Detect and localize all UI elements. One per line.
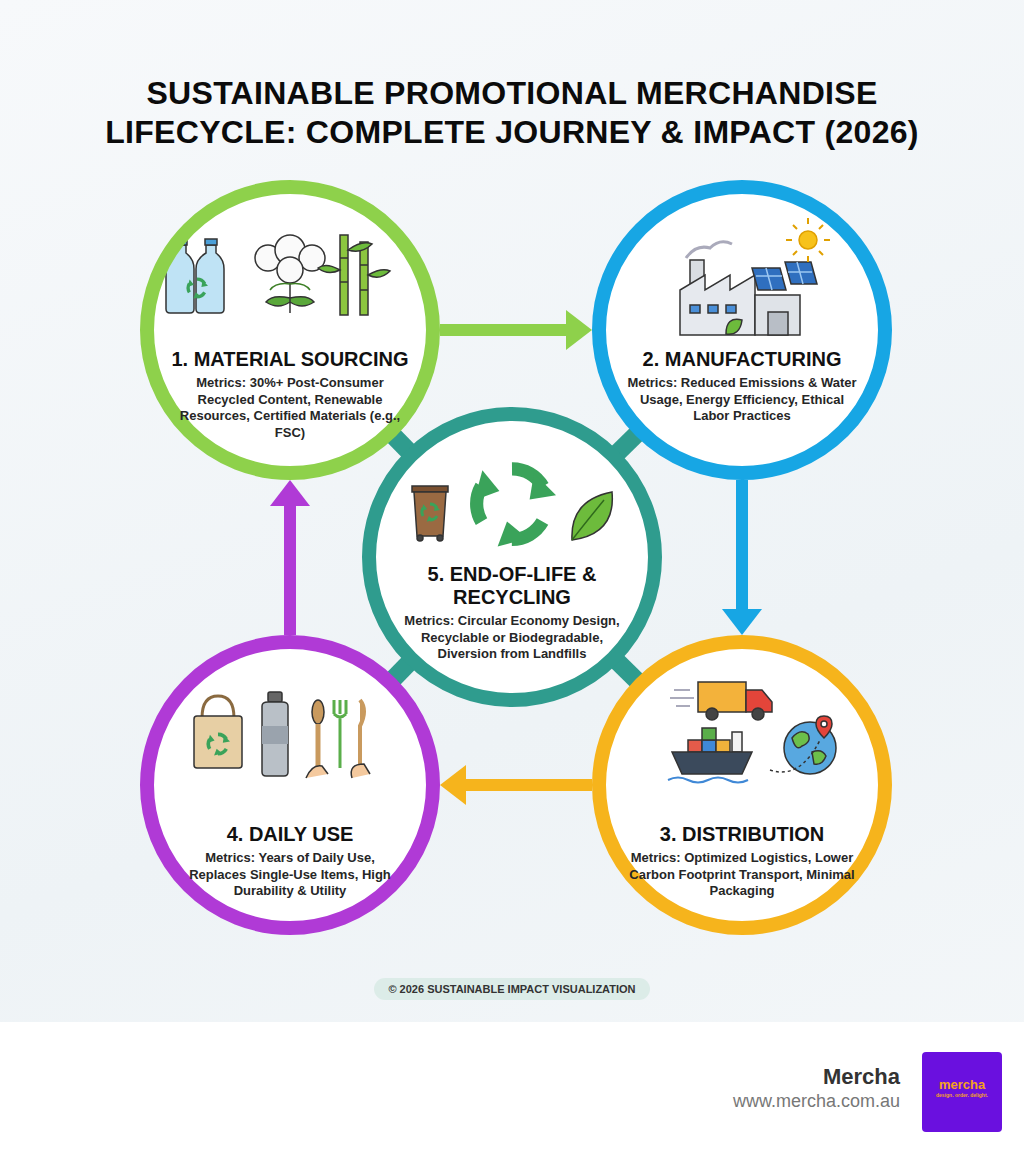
stage-heading: 4. DAILY USE (175, 823, 405, 846)
logo-tagline: design. order. delight. (922, 1092, 1002, 1099)
lifecycle-circle: 1. MATERIAL SOURCING Metrics: 30%+ Post-C… (140, 180, 440, 480)
connector-line (392, 662, 410, 681)
circle-text: 3. DISTRIBUTION Metrics: Optimized Logist… (627, 823, 857, 900)
copyright-note: © 2026 SUSTAINABLE IMPACT VISUALIZATION (388, 983, 635, 995)
link-bar (392, 662, 410, 681)
circle-text: 4. DAILY USE Metrics: Years of Daily Use,… (175, 823, 405, 900)
factory-icons (680, 218, 830, 335)
material-icons (166, 235, 390, 315)
flow-arrow (440, 765, 592, 805)
brand-name: Mercha (823, 1064, 900, 1090)
brand-url: www.mercha.com.au (733, 1091, 900, 1112)
circle-fills (146, 186, 886, 929)
arrow-head (722, 609, 762, 635)
arrow-head (270, 480, 310, 506)
logo-box: merchadesign. order. delight. (922, 1052, 1002, 1132)
flow-arrow (440, 310, 592, 350)
stage-metrics: Metrics: Optimized Logistics, Lower Carb… (627, 850, 857, 900)
end-of-life-icons (412, 468, 612, 560)
connector-line (462, 779, 592, 791)
stage-heading: 5. END-OF-LIFE & RECYCLING (392, 563, 632, 609)
link-bar (616, 433, 638, 455)
lifecycle-circle: 5. END-OF-LIFE & RECYCLINGMetrics: Circu… (362, 407, 662, 707)
connector-line (392, 434, 410, 452)
copyright-pill: © 2026 SUSTAINABLE IMPACT VISUALIZATION (374, 978, 649, 1000)
lifecycle-circle: 2. MANUFACTURING Metrics: Reduced Emissio… (592, 180, 892, 480)
circle-text: 5. END-OF-LIFE & RECYCLINGMetrics: Circu… (392, 563, 632, 663)
link-bar (392, 434, 410, 452)
circle-text: 1. MATERIAL SOURCING Metrics: 30%+ Post-C… (170, 348, 410, 442)
stage-heading: 3. DISTRIBUTION (627, 823, 857, 846)
distribution-icons (668, 682, 836, 783)
connector-line (616, 433, 638, 455)
lifecycle-circle: 4. DAILY USE Metrics: Years of Daily Use,… (140, 635, 440, 935)
connector-line (736, 480, 748, 613)
circle-text: 2. MANUFACTURING Metrics: Reduced Emissio… (622, 348, 862, 425)
stage-metrics: Metrics: Years of Daily Use, Replaces Si… (175, 850, 405, 900)
footer-band (0, 1022, 1024, 1154)
connector-line (440, 324, 570, 336)
lifecycle-circle: 3. DISTRIBUTION Metrics: Optimized Logist… (592, 635, 892, 935)
connector-line (616, 660, 639, 682)
stage-heading: 1. MATERIAL SOURCING (170, 348, 410, 371)
stage-metrics: Metrics: Circular Economy Design, Recycl… (392, 613, 632, 663)
arrow-head (566, 310, 592, 350)
stage-heading: 2. MANUFACTURING (622, 348, 862, 371)
logo-wordmark: mercha (922, 1078, 1002, 1092)
connector-line (284, 502, 296, 635)
diagram-title: SUSTAINABLE PROMOTIONAL MERCHANDISE LIFE… (77, 74, 947, 152)
arrow-head (440, 765, 466, 805)
link-bar (616, 660, 639, 682)
title-block: SUSTAINABLE PROMOTIONAL MERCHANDISE LIFE… (0, 74, 1024, 152)
flow-arrow (722, 480, 762, 635)
flow-arrow (270, 480, 310, 635)
stage-metrics: Metrics: Reduced Emissions & Water Usage… (622, 375, 862, 425)
stage-metrics: Metrics: 30%+ Post-Consumer Recycled Con… (170, 375, 410, 442)
daily-use-icons (194, 692, 370, 778)
